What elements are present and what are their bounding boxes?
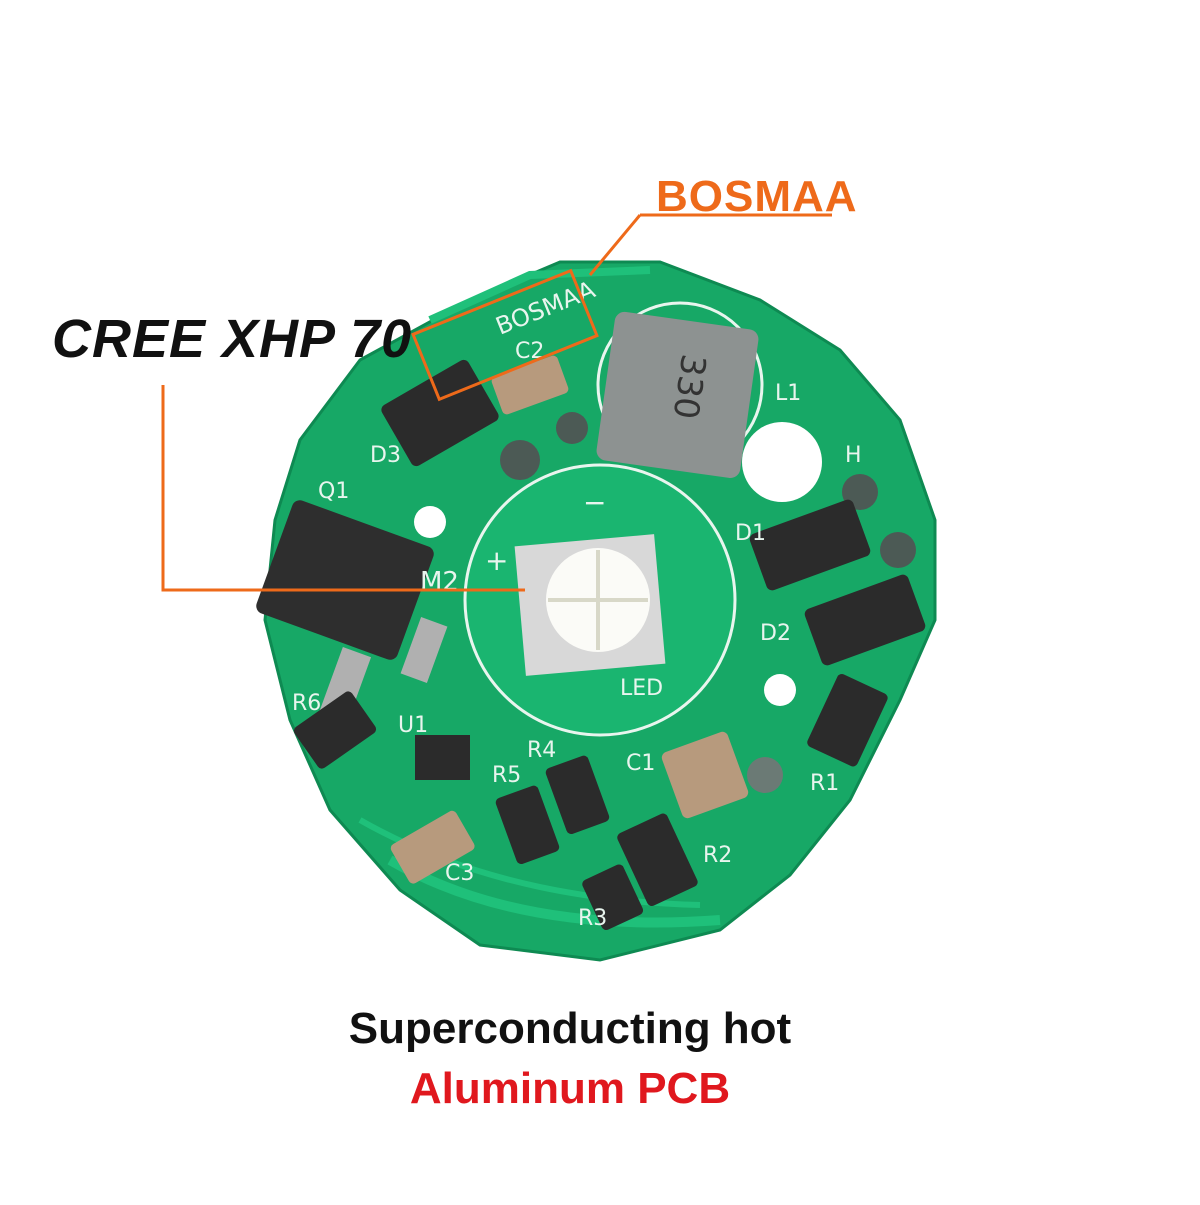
ref-q1: Q1: [318, 479, 349, 504]
resistor-r1: [807, 673, 888, 767]
ref-d2: D2: [760, 621, 791, 646]
ref-m2: M2: [420, 567, 459, 597]
resistor-r5: [495, 785, 560, 865]
led-callout-line: [161, 385, 525, 592]
ref-h: H: [845, 443, 862, 468]
capacitor-c2: [491, 355, 569, 415]
pad-plus: +: [485, 544, 508, 577]
ref-r3: R3: [578, 906, 607, 931]
caption-line-1: Superconducting hot: [348, 1004, 792, 1053]
resistor-r6: [293, 691, 377, 769]
resistor-r2: [617, 813, 698, 907]
capacitor-c1: [661, 731, 749, 819]
ref-l1: L1: [775, 381, 801, 406]
resistor-r3: [582, 864, 644, 931]
ref-r6: R6: [292, 691, 321, 716]
brand-callout-label: BOSMAA: [656, 172, 858, 221]
inductor: 330: [596, 301, 764, 478]
diode-d1: [749, 499, 871, 591]
ref-r1: R1: [810, 771, 839, 796]
ic-u1: [415, 735, 470, 780]
ref-u1: U1: [398, 713, 428, 738]
ref-r5: R5: [492, 763, 521, 788]
ref-d1: D1: [735, 521, 766, 546]
pad-minus: −: [583, 486, 606, 519]
brand-callout-line: [588, 214, 642, 276]
ref-r4: R4: [527, 738, 556, 763]
ref-d3: D3: [370, 443, 401, 468]
caption-line-2: Aluminum PCB: [409, 1064, 731, 1113]
ref-c3: C3: [445, 861, 474, 886]
led-model-callout-label: CREE XHP 70: [52, 309, 413, 369]
silkscreen-labels: Q1 D3 C2 L1 D1 D2 M2 LED R6 U1 R5 R4 C1 …: [292, 339, 862, 931]
ref-r2: R2: [703, 843, 732, 868]
ref-led: LED: [620, 676, 663, 701]
diode-d2: [804, 574, 926, 666]
capacitor-c3: [390, 810, 475, 884]
ref-c2: C2: [515, 339, 544, 364]
led-chip: [514, 534, 666, 676]
ref-c1: C1: [626, 751, 655, 776]
inductor-code: 330: [665, 352, 714, 422]
resistor-r4: [545, 755, 610, 835]
